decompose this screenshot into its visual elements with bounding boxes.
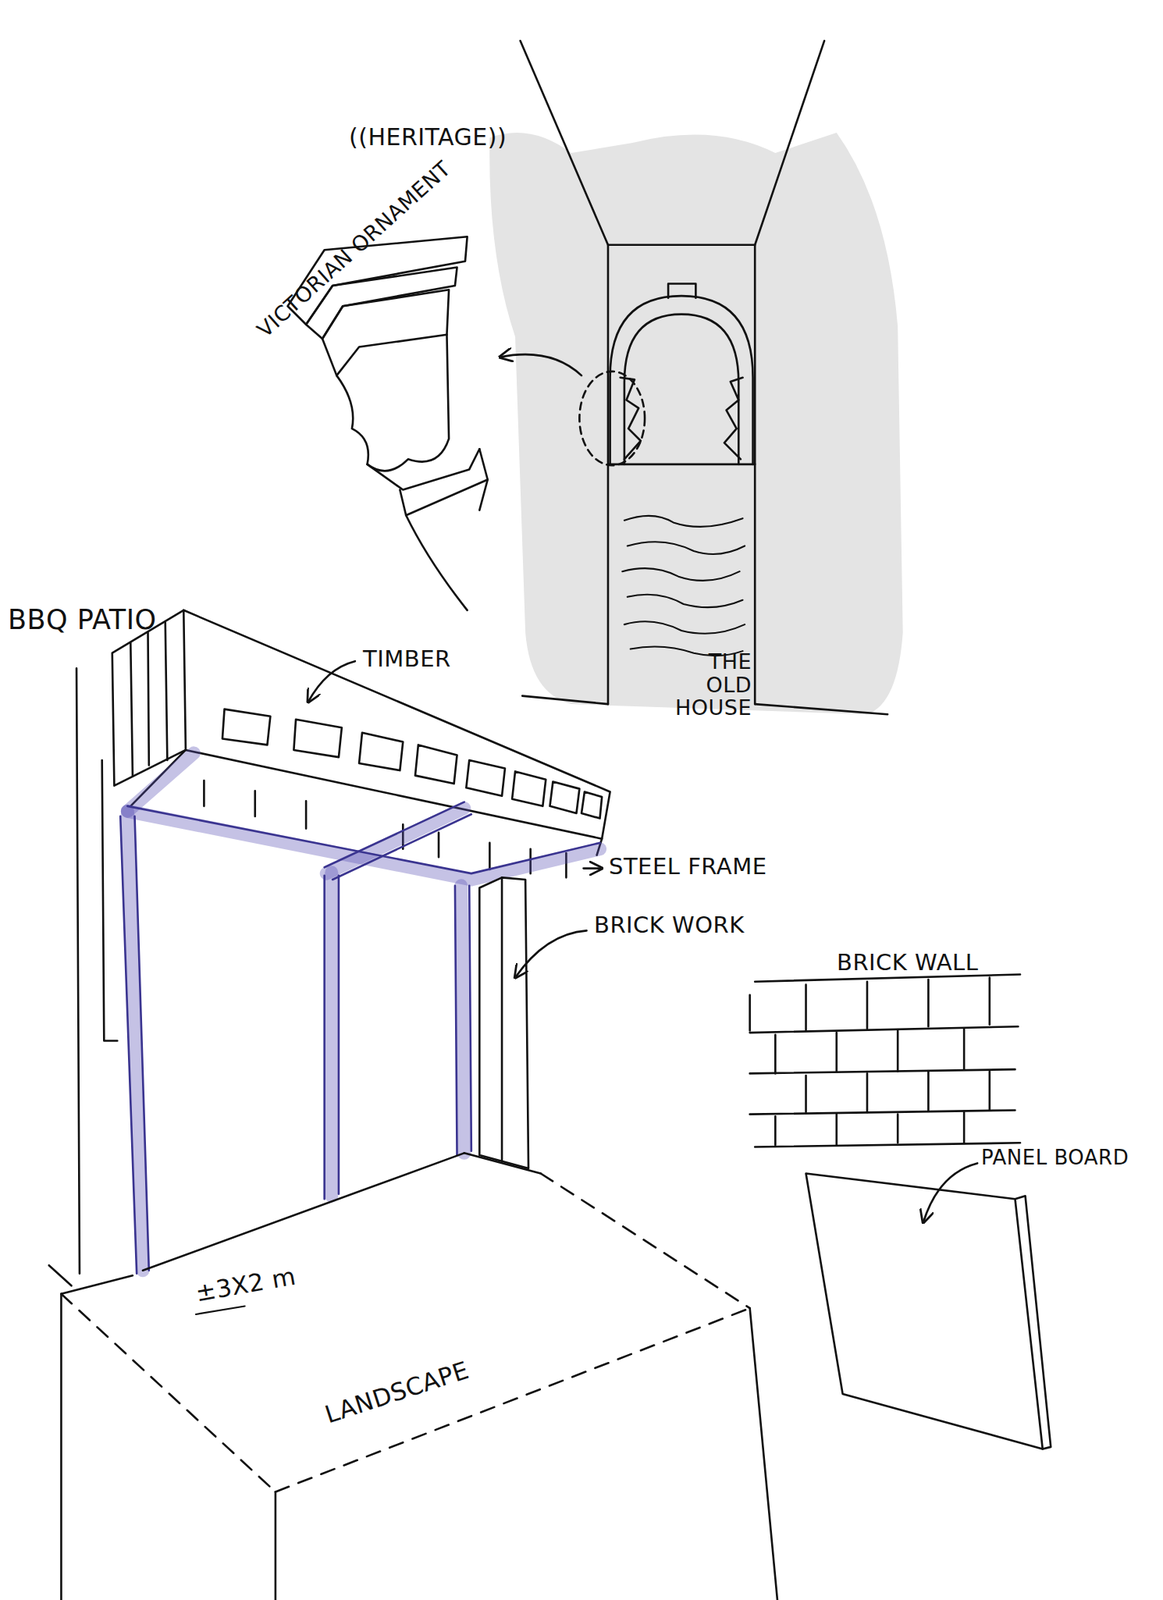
dimension-label: ±3X2 m bbox=[193, 1262, 299, 1306]
material-label: BRICK WALL bbox=[836, 950, 979, 976]
material-label: TIMBER bbox=[362, 647, 452, 673]
material-label: BRICK WORK bbox=[593, 913, 745, 939]
ornament-label: VICTORIAN ORNAMENT bbox=[252, 156, 456, 342]
material-label: STEEL FRAME bbox=[608, 854, 767, 880]
house-label: THE OLD HOUSE bbox=[657, 650, 752, 720]
landscape-label: LANDSCAPE bbox=[321, 1356, 473, 1429]
heritage-label: ((HERITAGE)) bbox=[348, 124, 507, 150]
material-label: PANEL BOARD bbox=[981, 1146, 1129, 1170]
patio-title: BBQ PATIO bbox=[7, 604, 157, 636]
